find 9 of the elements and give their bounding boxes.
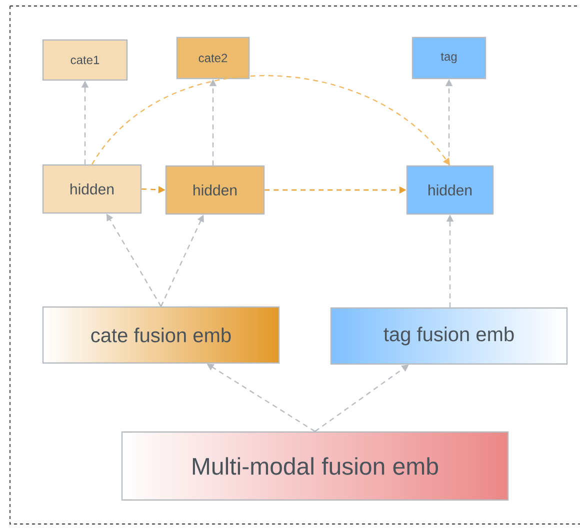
output-box: tag	[412, 36, 486, 80]
hidden-box: hidden	[42, 164, 142, 214]
hidden-box: hidden	[165, 165, 265, 215]
hidden-box: hidden	[406, 165, 494, 215]
output-box: cate2	[176, 36, 250, 80]
embedding-box: cate fusion emb	[42, 306, 280, 364]
embedding-box: tag fusion emb	[330, 307, 568, 365]
embedding-box: Multi-modal fusion emb	[121, 431, 509, 501]
output-box: cate1	[42, 39, 128, 81]
